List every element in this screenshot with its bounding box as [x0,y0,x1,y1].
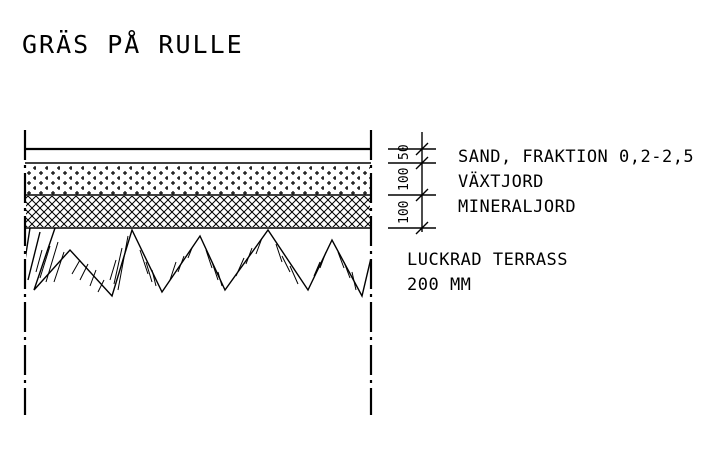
mineraljord-hatch [26,196,370,227]
dimension-chain: 50 100 100 [388,132,436,235]
dim-label-sand: 50 [397,144,412,160]
layer-sand [25,147,371,164]
terrass-hatch [35,235,357,293]
dim-label-vaxtjord: 100 [397,168,412,191]
dim-ticks [415,142,429,235]
label-terrass-depth: 200 MM [407,275,471,295]
layer-labels: SAND, FRAKTION 0,2-2,5 VÄXTJORD MINERALJ… [407,147,694,295]
vaxtjord-hatch [26,165,370,195]
label-vaxtjord: VÄXTJORD [458,171,544,192]
layer-terrass [26,228,370,298]
label-mineraljord: MINERALJORD [458,197,576,217]
terrass-outline [26,228,370,298]
section-edges [23,130,373,415]
layer-vaxtjord [25,165,371,196]
dim-label-mineraljord: 100 [397,201,412,224]
drawing-title: GRÄS PÅ RULLE [22,30,244,59]
layer-mineraljord [25,196,371,229]
label-terrass: LUCKRAD TERRASS [407,250,568,270]
label-sand: SAND, FRAKTION 0,2-2,5 [458,147,694,167]
